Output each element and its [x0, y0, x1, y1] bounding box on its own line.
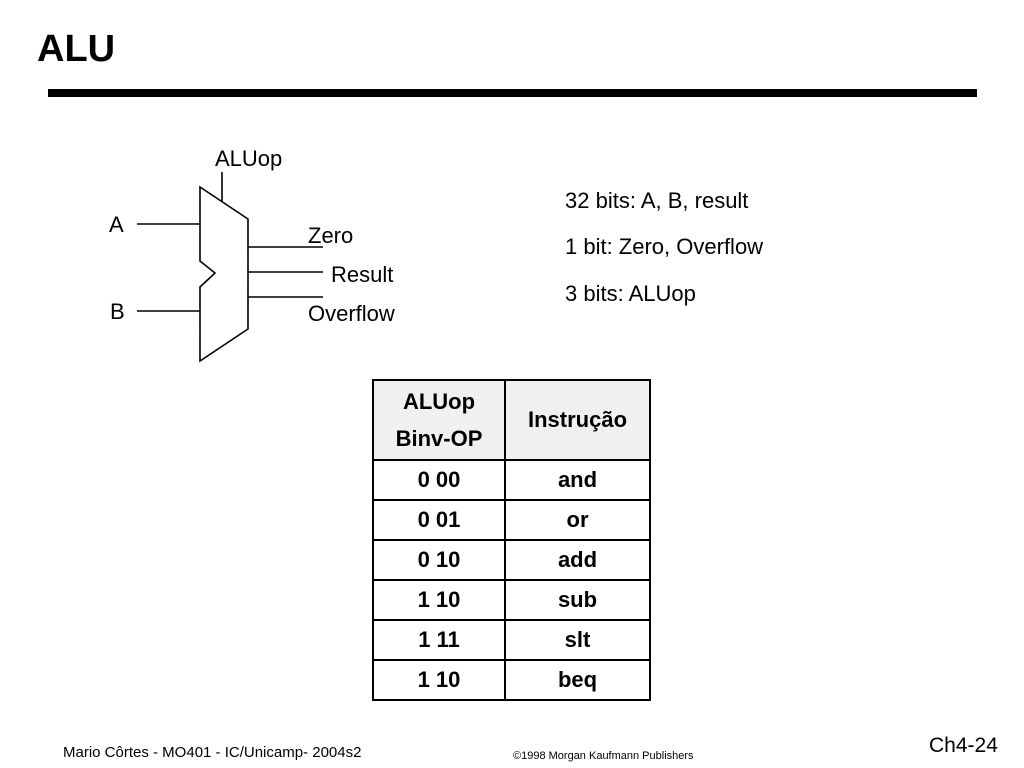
table-row: 0 10 add	[372, 539, 651, 581]
instruction-cell: add	[504, 539, 651, 581]
zero-label: Zero	[308, 223, 354, 248]
instruction-cell: slt	[504, 619, 651, 661]
info-line-bits-abresult: 32 bits: A, B, result	[565, 188, 749, 213]
alu-symbol	[199, 185, 249, 363]
instruction-cell: and	[504, 459, 651, 501]
table-header-row: ALUop Binv-OP Instrução	[372, 379, 651, 461]
table-row: 1 11 slt	[372, 619, 651, 661]
table-row: 0 01 or	[372, 499, 651, 541]
aluop-code-cell: 1 10	[372, 659, 506, 701]
overflow-label: Overflow	[308, 301, 395, 326]
input-b-label: B	[110, 299, 125, 324]
input-a-label: A	[109, 212, 124, 237]
aluop-table: ALUop Binv-OP Instrução 0 00 and 0 01 or…	[372, 379, 651, 701]
table-row: 1 10 beq	[372, 659, 651, 701]
footer-copyright: ©1998 Morgan Kaufmann Publishers	[513, 750, 694, 762]
result-label: Result	[331, 262, 394, 287]
footer-author: Mario Côrtes - MO401 - IC/Unicamp- 2004s…	[63, 744, 362, 761]
info-line-bits-zero-overflow: 1 bit: Zero, Overflow	[565, 234, 764, 259]
header-binv-op: Binv-OP	[395, 426, 483, 451]
header-aluop: ALUop	[402, 389, 476, 414]
instruction-cell: sub	[504, 579, 651, 621]
table-row: 0 00 and	[372, 459, 651, 501]
aluop-code-cell: 0 10	[372, 539, 506, 581]
header-aluop-cell: ALUop Binv-OP	[372, 379, 506, 461]
aluop-code-cell: 0 00	[372, 459, 506, 501]
aluop-code-cell: 0 01	[372, 499, 506, 541]
title-divider	[48, 89, 977, 97]
instruction-cell: or	[504, 499, 651, 541]
info-line-bits-aluop: 3 bits: ALUop	[565, 281, 696, 306]
slide-number: Ch4-24	[929, 734, 998, 757]
aluop-code-cell: 1 10	[372, 579, 506, 621]
table-row: 1 10 sub	[372, 579, 651, 621]
aluop-code-cell: 1 11	[372, 619, 506, 661]
instruction-cell: beq	[504, 659, 651, 701]
header-instrucao: Instrução	[504, 379, 651, 461]
aluop-label: ALUop	[215, 146, 283, 171]
slide-title: ALU	[37, 28, 116, 70]
